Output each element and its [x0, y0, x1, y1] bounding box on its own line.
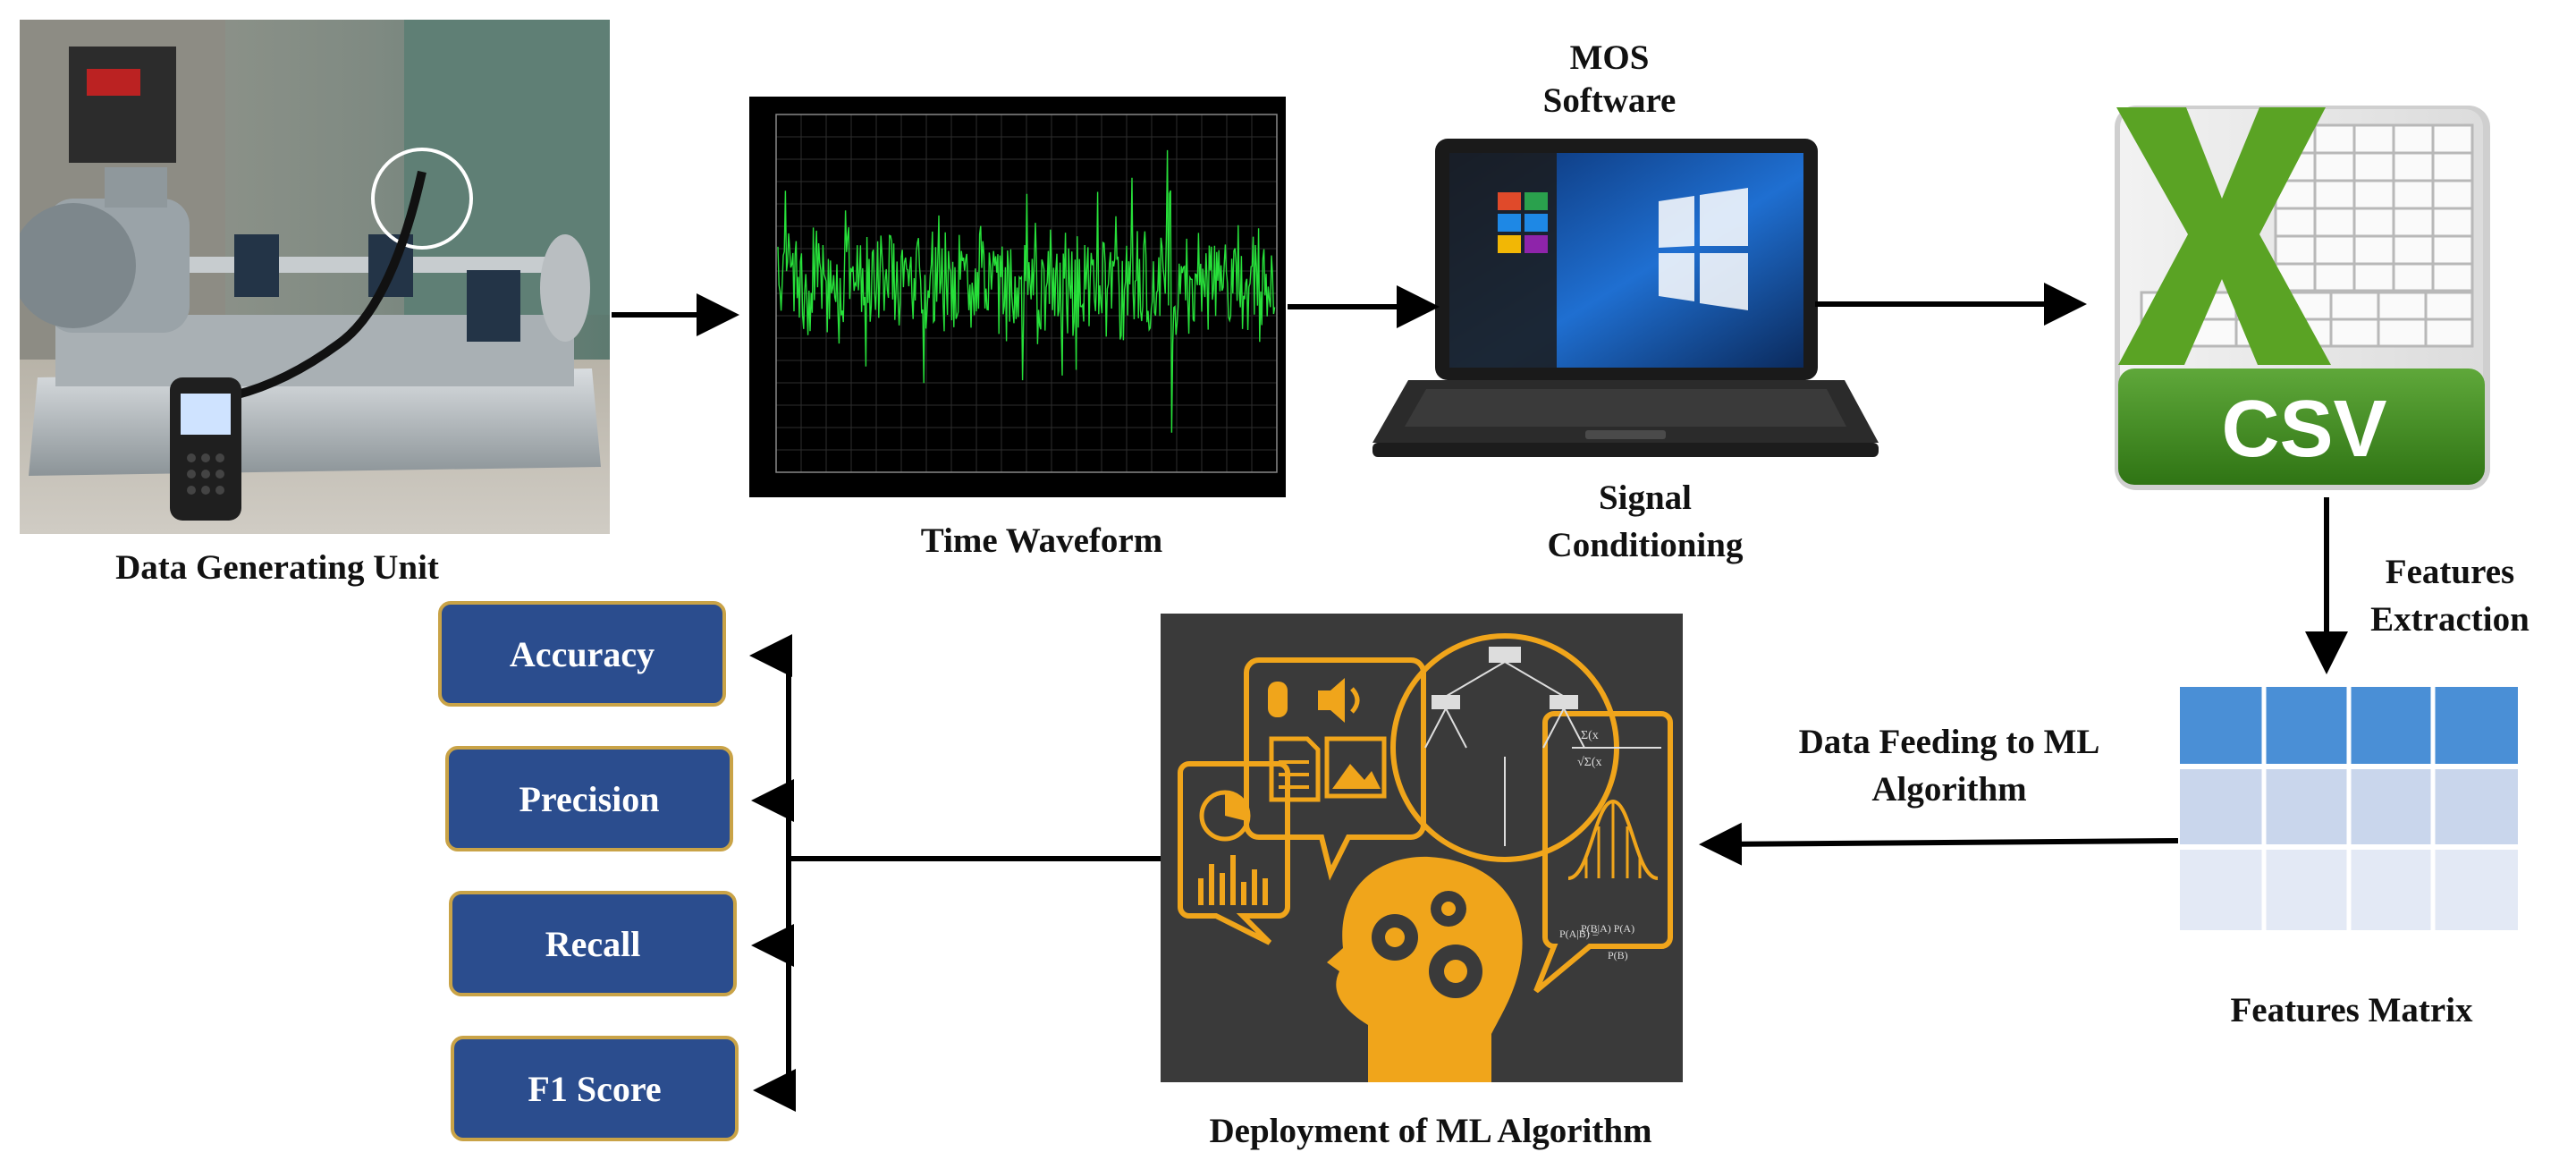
label-signal: Signal	[1598, 479, 1693, 517]
metric-recall: Recall	[449, 891, 737, 996]
metric-precision: Precision	[445, 746, 733, 851]
metric-accuracy: Accuracy	[438, 601, 726, 707]
label-features: Features	[2385, 553, 2515, 591]
label-software: Software	[1542, 81, 1677, 120]
label-data-generating-unit: Data Generating Unit	[115, 548, 439, 587]
arrow-matrix-to-ml	[1699, 822, 2179, 866]
label-algorithm: Algorithm	[1871, 770, 2027, 809]
label-conditioning: Conditioning	[1547, 526, 1744, 564]
svg-text:P(B): P(B)	[1608, 949, 1628, 961]
label-data-feeding: Data Feeding to ML	[1798, 723, 2100, 761]
svg-text:Σ(x: Σ(x	[1581, 729, 1599, 742]
data-generating-unit-photo	[20, 20, 610, 534]
svg-text:P(B|A) P(A): P(B|A) P(A)	[1581, 922, 1634, 935]
label-extraction: Extraction	[2370, 600, 2530, 639]
laptop-mos-software	[1372, 139, 1879, 457]
features-matrix-table	[2180, 687, 2518, 930]
time-waveform-plot	[749, 97, 1286, 497]
label-deployment: Deployment of ML Algorithm	[1209, 1112, 1652, 1150]
csv-file-icon: CSV	[2115, 106, 2490, 490]
label-features-matrix: Features Matrix	[2230, 991, 2473, 1029]
label-time-waveform: Time Waveform	[920, 521, 1163, 560]
metric-f1-score: F1 Score	[451, 1036, 739, 1141]
svg-text:√Σ(x: √Σ(x	[1577, 756, 1602, 769]
label-mos: MOS	[1569, 38, 1650, 77]
csv-label: CSV	[2221, 385, 2386, 474]
ml-algorithm-illustration: Σ(x √Σ(x P(B|A) P(A) P(A|B) = P(B)	[1161, 614, 1683, 1082]
svg-text:P(A|B) =: P(A|B) =	[1559, 928, 1599, 940]
